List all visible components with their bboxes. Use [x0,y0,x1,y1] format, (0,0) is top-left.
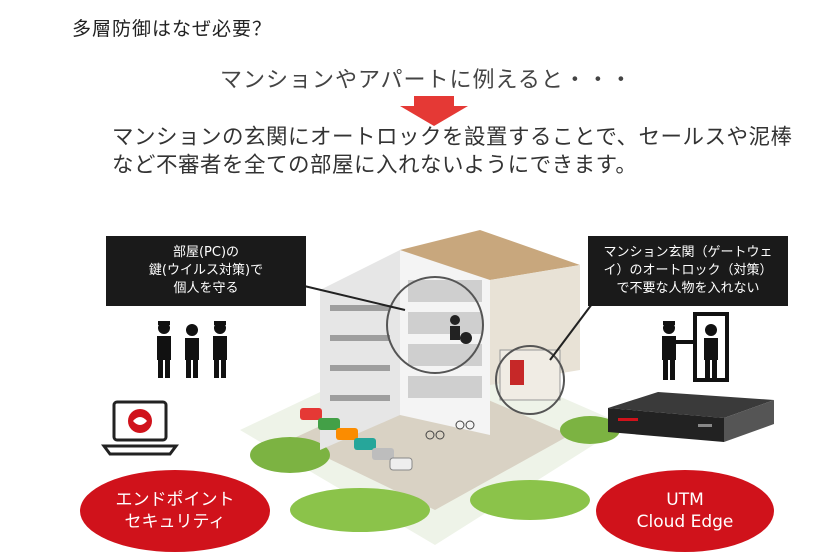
callout-endpoint: 部屋(PC)の 鍵(ウイルス対策)で 個人を守る [106,236,306,306]
subtitle: マンションやアパートに例えると・・・ [220,68,633,93]
oval-line: Cloud Edge [636,512,734,532]
callout-gateway: マンション玄関（ゲートウェ イ）のオートロック（対策） で不要な人物を入れない [588,236,788,306]
page-title: 多層防御はなぜ必要？ [72,18,273,40]
callout-line: イ）のオートロック（対策） [603,263,773,278]
oval-line: セキュリティ [124,512,226,532]
callout-line: マンション玄関（ゲートウェ [603,245,773,260]
oval-line: UTM [666,490,704,510]
callout-line: 部屋(PC)の [172,245,240,260]
description: マンションの玄関にオートロックを設置することで、セールスや泥棒など不審者を全ての… [112,125,793,178]
oval-line: エンドポイント [115,490,235,510]
utm-cloud-edge-label: UTM Cloud Edge [596,470,774,552]
callout-line: で不要な人物を入れない [616,281,760,296]
apartment-building-illustration [240,230,625,545]
down-arrow-icon [400,96,468,126]
endpoint-security-label: エンドポイント セキュリティ [80,470,270,552]
callout-line: 鍵(ウイルス対策)で [148,263,264,278]
gate-guard-icon [662,312,729,382]
security-laptop-icon [101,400,179,456]
callout-line: 個人を守る [173,281,239,296]
guards-arrest-icon [157,321,227,378]
utm-appliance-icon [608,392,774,442]
